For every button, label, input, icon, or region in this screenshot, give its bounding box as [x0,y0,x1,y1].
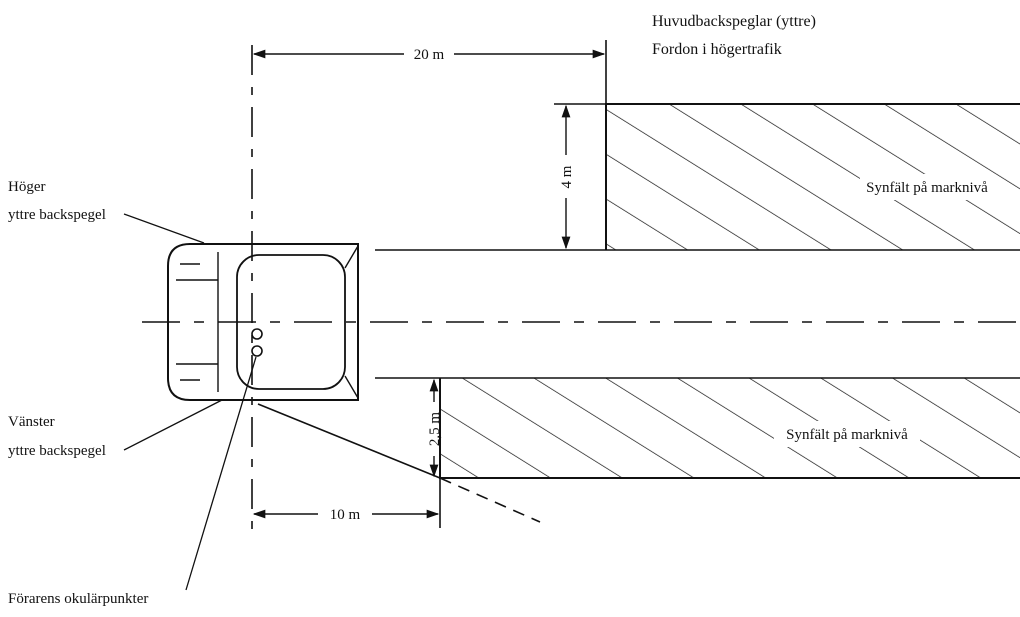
driver-eye-label: Förarens okulärpunkter [8,591,148,607]
lower-field-of-view: Synfält på marknivå [375,377,1020,479]
left-mirror-label-line-2: yttre backspegel [8,443,106,459]
left-mirror-label-line-1: Vänster [8,414,55,430]
dimension-4m: 4 m [554,103,606,250]
dimension-2-5m: 2,5 m [427,378,443,478]
title-line-1: Huvudbackspeglar (yttre) [652,13,816,30]
dimension-20m: 20 m [252,40,607,104]
dimension-4m-label: 4 m [559,165,575,188]
dimension-10m-label: 10 m [330,507,361,523]
lower-field-label: Synfält på marknivå [786,427,908,443]
dimension-20m-label: 20 m [414,47,445,63]
vehicle-top-view [167,243,359,401]
upper-field-of-view: Synfält på marknivå [375,103,1020,251]
dimension-2-5m-label: 2,5 m [427,412,443,447]
left-mirror-sight-line [257,403,541,523]
driver-eye-callout: Förarens okulärpunkter [8,356,257,607]
title-line-2: Fordon i högertrafik [652,41,782,58]
dimension-10m: 10 m [252,478,441,528]
driver-eye-points [251,328,263,357]
right-mirror-label-line-2: yttre backspegel [8,207,106,223]
right-mirror-callout: Höger yttre backspegel [8,179,205,244]
upper-field-label: Synfält på marknivå [866,180,988,196]
right-mirror-label-line-1: Höger [8,179,46,195]
left-mirror-callout: Vänster yttre backspegel [8,399,223,459]
